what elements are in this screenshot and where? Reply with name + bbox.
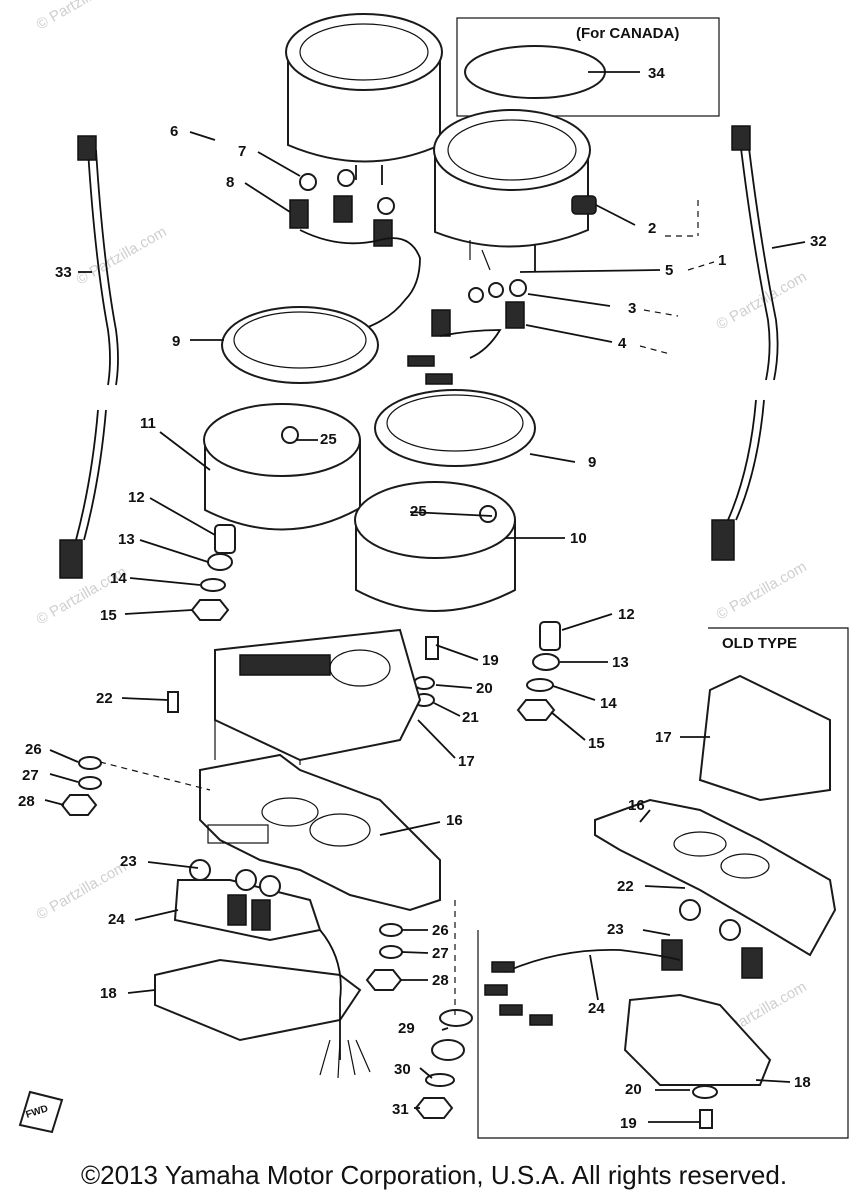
- callout-label: 25: [320, 431, 337, 448]
- callout-label: 8: [226, 174, 234, 191]
- callout-label: 13: [118, 531, 135, 548]
- watermark: © Partzilla.com: [714, 268, 810, 333]
- callout-label: 19: [620, 1115, 637, 1132]
- callout-label: 23: [120, 853, 137, 870]
- callout-label: 31: [392, 1101, 409, 1118]
- callout-label: 16: [446, 812, 463, 829]
- callout-label: 12: [618, 606, 635, 623]
- callout-label: 2: [648, 220, 656, 237]
- callout-label: 23: [607, 921, 624, 938]
- callout-label: 6: [170, 123, 178, 140]
- callout-label: 9: [588, 454, 596, 471]
- hardware-left: [190, 524, 236, 621]
- callout-label: 10: [570, 530, 587, 547]
- callout-label: 11: [140, 415, 156, 432]
- callout-label: 1: [718, 252, 726, 269]
- callout-label: 25: [410, 503, 427, 520]
- hardware-center-lower: [365, 923, 473, 1119]
- callout-label: 22: [617, 878, 634, 895]
- hardware-right: [413, 621, 561, 721]
- canada-box: (For CANADA): [456, 17, 720, 117]
- watermark: © Partzilla.com: [74, 223, 170, 288]
- cable-32: [711, 125, 779, 561]
- callout-label: 3: [628, 300, 636, 317]
- callout-label: 24: [588, 1000, 605, 1017]
- callout-label: 16: [628, 797, 645, 814]
- callout-label: 20: [625, 1081, 642, 1098]
- callout-label: 21: [462, 709, 479, 726]
- callout-label: 28: [18, 793, 35, 810]
- callout-label: 26: [432, 922, 449, 939]
- cable-33: [59, 135, 119, 579]
- watermark: © Partzilla.com: [714, 558, 810, 623]
- callout-label: 15: [588, 735, 605, 752]
- callout-label: 9: [172, 333, 180, 350]
- callout-label: 18: [794, 1074, 811, 1091]
- callout-label: 29: [398, 1020, 415, 1037]
- fwd-mark: FWD: [18, 1090, 64, 1134]
- callout-label: 14: [600, 695, 617, 712]
- callout-label: 22: [96, 690, 113, 707]
- bulb-sockets-right: [407, 240, 527, 385]
- old-type-title: OLD TYPE: [722, 635, 797, 652]
- callout-label: 4: [618, 335, 627, 352]
- socket-block: [154, 859, 371, 1079]
- parts-diagram: © Partzilla.com © Partzilla.com © Partzi…: [18, 0, 849, 1139]
- callout-label: 28: [432, 972, 449, 989]
- gauge-speedometer: [433, 109, 597, 272]
- gauge-cases: [203, 403, 516, 612]
- callout-labels: 34 6 7 8 2 1 33 32 5 3 4 9 11 25 9 12 25…: [18, 65, 827, 1132]
- canada-box-title: (For CANADA): [576, 25, 679, 42]
- callout-label: 30: [394, 1061, 411, 1078]
- bracket-17: [214, 628, 422, 765]
- hardware-left-lower: [60, 691, 211, 816]
- callout-label: 24: [108, 911, 125, 928]
- plate-16: [199, 753, 441, 912]
- callout-label: 19: [482, 652, 499, 669]
- rubber-rings: [221, 306, 536, 467]
- callout-label: 13: [612, 654, 629, 671]
- copyright-notice: ©2013 Yamaha Motor Corporation, U.S.A. A…: [80, 1160, 788, 1190]
- old-type-box: OLD TYPE: [477, 627, 849, 1139]
- gauge-tachometer: [285, 13, 443, 185]
- face-plate-34: [464, 45, 606, 99]
- callout-label: 5: [665, 262, 673, 279]
- callout-label: 12: [128, 489, 145, 506]
- callout-label: 7: [238, 143, 246, 160]
- callout-label: 15: [100, 607, 117, 624]
- callout-label: 32: [810, 233, 827, 250]
- callout-label: 33: [55, 264, 72, 281]
- callout-label: 17: [655, 729, 672, 746]
- callout-label: 26: [25, 741, 42, 758]
- callout-label: 34: [648, 65, 665, 82]
- leader-lines: [44, 131, 806, 1123]
- watermark: © Partzilla.com: [34, 0, 130, 33]
- callout-label: 20: [476, 680, 493, 697]
- callout-label: 18: [100, 985, 117, 1002]
- callout-label: 14: [110, 570, 127, 587]
- callout-label: 27: [432, 945, 449, 962]
- callout-label: 27: [22, 767, 39, 784]
- callout-label: 17: [458, 753, 475, 770]
